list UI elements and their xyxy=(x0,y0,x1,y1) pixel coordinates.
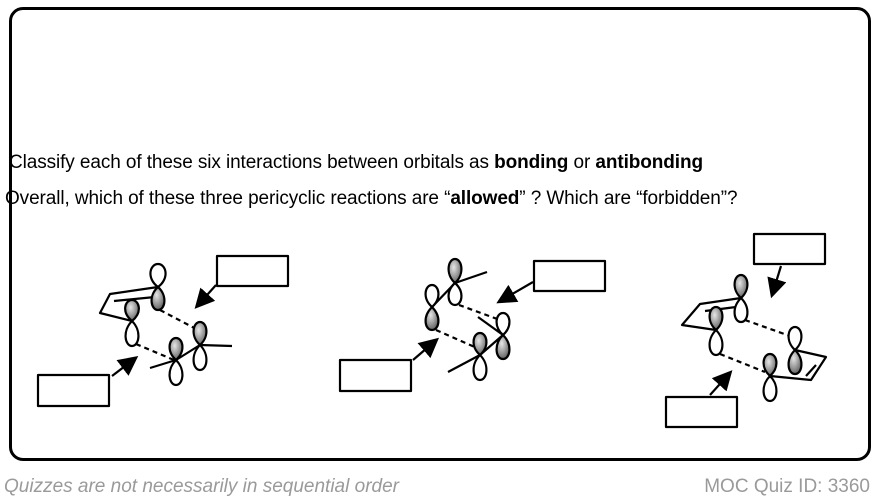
allowed-term: allowed xyxy=(450,188,520,209)
sequence-note: Quizzes are not necessarily in sequentia… xyxy=(4,476,399,497)
antibonding-term: antibonding xyxy=(595,152,703,173)
answer-box-1a[interactable] xyxy=(215,254,290,288)
answer-box-2a[interactable] xyxy=(532,259,607,293)
reaction-1-diagram xyxy=(36,254,290,408)
reaction-3-diagram xyxy=(664,232,828,429)
bonding-term: bonding xyxy=(494,152,569,173)
quiz-id: MOC Quiz ID: 3360 xyxy=(704,476,870,497)
answer-box-2b[interactable] xyxy=(338,358,413,393)
reaction-2-diagram xyxy=(338,257,607,393)
question-line-1: Classify each of these six interactions … xyxy=(9,152,703,173)
question-line-2: Overall, which of these three pericyclic… xyxy=(5,188,738,209)
answer-box-3b[interactable] xyxy=(664,395,739,429)
answer-box-3a[interactable] xyxy=(752,232,827,266)
answer-box-1b[interactable] xyxy=(36,373,111,408)
